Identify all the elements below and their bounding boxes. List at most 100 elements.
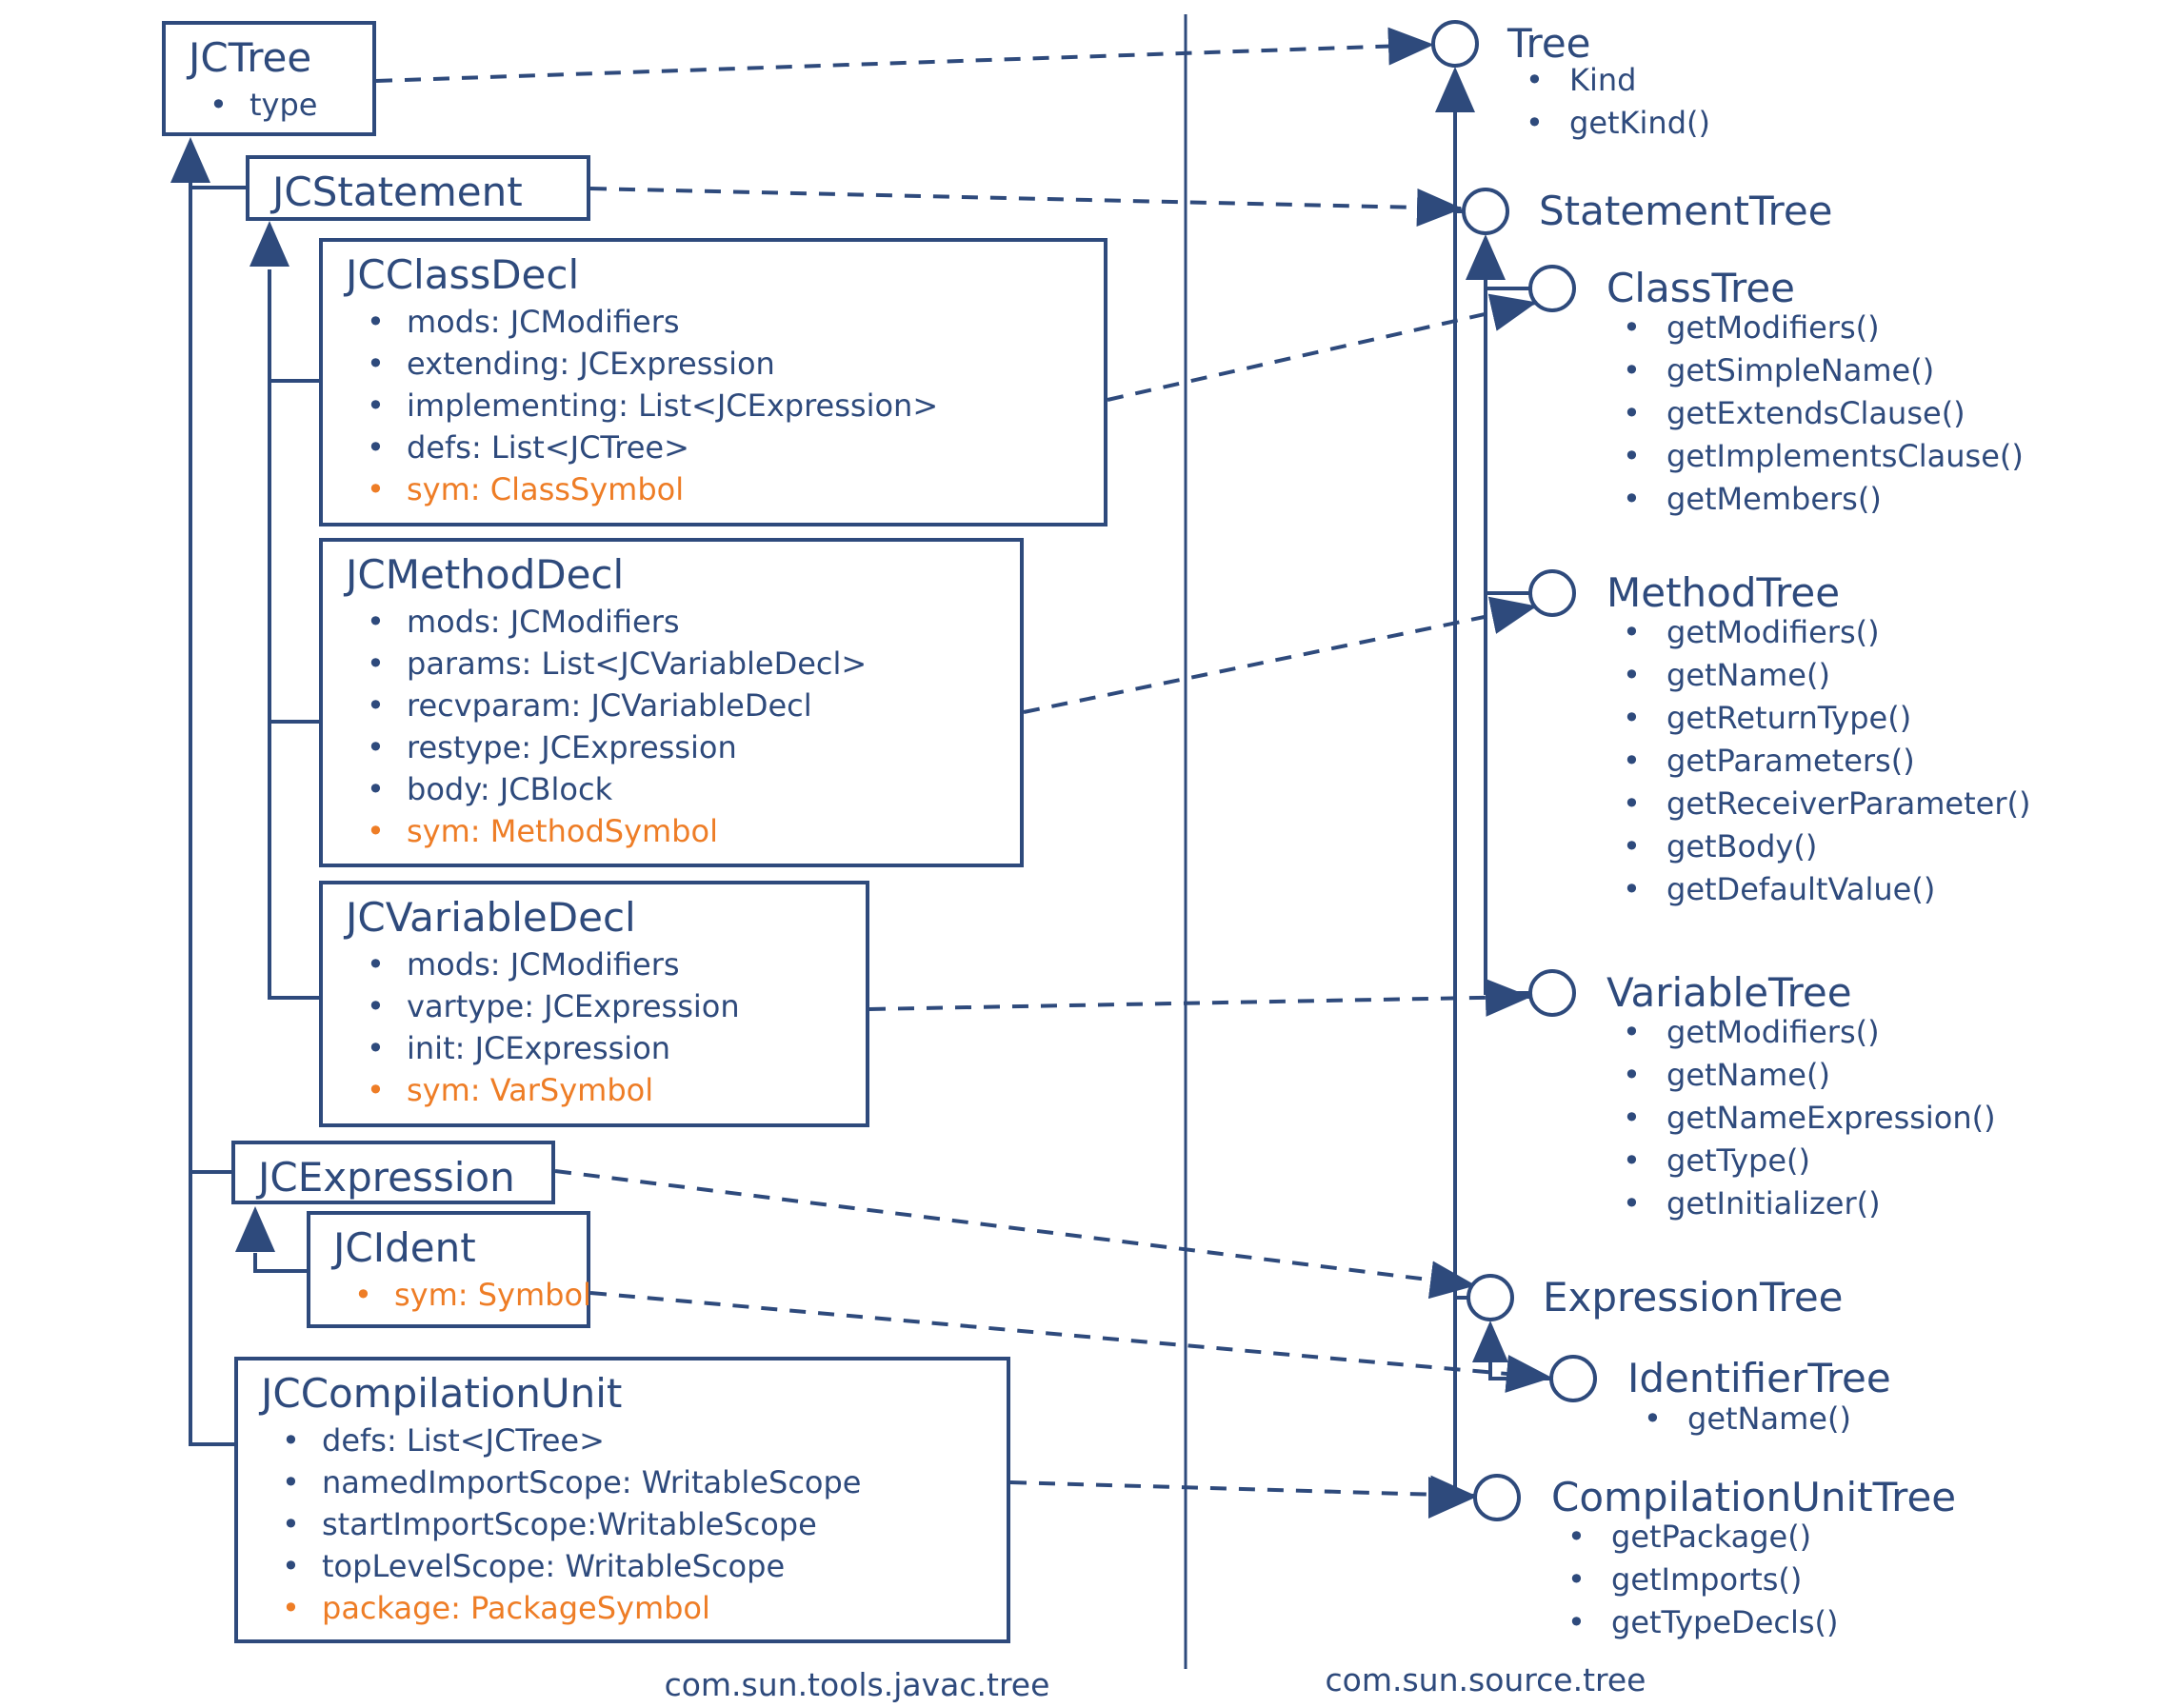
member-item: vartype: JCExpression <box>367 985 848 1027</box>
arrow-right-icon <box>1428 1477 1475 1519</box>
member-item-symbol: sym: ClassSymbol <box>367 468 1087 510</box>
member-item: startImportScope:WritableScope <box>282 1503 989 1545</box>
member-item: defs: List<JCTree> <box>282 1420 989 1461</box>
member-item: defs: List<JCTree> <box>367 427 1087 468</box>
member-item: getPackage() <box>1567 1516 1839 1559</box>
interface-title-methodtree: MethodTree <box>1606 569 1841 616</box>
interface-circle-icon <box>1467 1274 1514 1321</box>
jccompilationunit-to-compilationunittree-arrow <box>1009 1475 1476 1514</box>
jcstatement-to-statementtree-arrow <box>589 187 1463 227</box>
class-box-jctree: JCTree type <box>162 21 376 136</box>
class-title: JCExpression <box>258 1154 515 1201</box>
member-item: getKind() <box>1526 102 1710 145</box>
class-box-jcexpression: JCExpression <box>231 1141 555 1204</box>
class-title: JCVariableDecl <box>346 894 636 941</box>
member-item: implementing: List<JCExpression> <box>367 385 1087 427</box>
interface-title-variabletree: VariableTree <box>1606 969 1852 1016</box>
member-item: getReturnType() <box>1623 697 2030 740</box>
member-item: getBody() <box>1623 825 2030 868</box>
jcmethoddecl-to-methodtree-arrow <box>1023 596 1537 714</box>
member-item: mods: JCModifiers <box>367 301 1087 343</box>
class-box-jcstatement: JCStatement <box>246 155 590 221</box>
jcexpression-to-expressiontree-arrow <box>554 1169 1476 1300</box>
member-item: namedImportScope: WritableScope <box>282 1461 989 1503</box>
package-label-javac-tree: com.sun.tools.javac.tree <box>664 1666 1050 1703</box>
class-box-jcident: JCIdent sym: Symbol <box>307 1211 591 1328</box>
member-item: getExtendsClause() <box>1623 392 2024 435</box>
member-item: init: JCExpression <box>367 1027 848 1069</box>
member-item: getName() <box>1644 1398 1851 1440</box>
member-item: getReceiverParameter() <box>1623 783 2030 825</box>
member-item-symbol: package: PackageSymbol <box>282 1587 989 1629</box>
interface-member-list: getPackage() getImports() getTypeDecls() <box>1567 1516 1839 1644</box>
arrow-up-icon <box>249 221 289 267</box>
interface-member-list: getModifiers() getSimpleName() getExtend… <box>1623 307 2024 521</box>
class-box-jccompilationunit: JCCompilationUnit defs: List<JCTree> nam… <box>234 1357 1010 1643</box>
member-item: params: List<JCVariableDecl> <box>367 643 1003 685</box>
interface-circle-icon <box>1528 265 1576 312</box>
member-item: restype: JCExpression <box>367 726 1003 768</box>
member-item: type <box>210 84 355 126</box>
member-list: sym: Symbol <box>333 1274 591 1316</box>
member-item-symbol: sym: VarSymbol <box>367 1069 848 1111</box>
member-list: mods: JCModifiers extending: JCExpressio… <box>346 301 1087 510</box>
mapping-dashed-arrows <box>375 27 1552 1514</box>
interface-member-list: Kind getKind() <box>1526 59 1710 145</box>
left-inheritance-lines <box>189 181 319 1446</box>
class-title: JCMethodDecl <box>346 551 625 598</box>
interface-title-expressiontree: ExpressionTree <box>1543 1274 1844 1321</box>
interface-title-identifiertree: IdentifierTree <box>1627 1355 1891 1401</box>
member-item: getMembers() <box>1623 478 2024 521</box>
interface-circle-icon <box>1431 20 1479 68</box>
interface-circle-icon <box>1549 1355 1597 1402</box>
interface-title-statementtree: StatementTree <box>1539 188 1833 234</box>
interface-title-classtree: ClassTree <box>1606 265 1796 311</box>
member-item: getModifiers() <box>1623 307 2024 349</box>
arrow-up-icon <box>1472 1321 1508 1362</box>
jcclassdecl-to-classtree-arrow <box>1107 293 1537 402</box>
member-item: mods: JCModifiers <box>367 601 1003 643</box>
member-item-symbol: sym: Symbol <box>354 1274 591 1316</box>
jcident-to-identifiertree-arrow <box>589 1291 1552 1393</box>
member-item: getImports() <box>1567 1559 1839 1601</box>
member-item: mods: JCModifiers <box>367 943 848 985</box>
member-item: recvparam: JCVariableDecl <box>367 685 1003 726</box>
arrow-up-icon <box>235 1206 275 1252</box>
arrow-up-icon <box>1466 234 1506 280</box>
class-box-jcvariabledecl: JCVariableDecl mods: JCModifiers vartype… <box>319 881 869 1127</box>
member-list: mods: JCModifiers vartype: JCExpression … <box>346 943 848 1111</box>
class-title: JCStatement <box>272 169 523 215</box>
member-item: getDefaultValue() <box>1623 868 2030 911</box>
class-title: JCClassDecl <box>346 251 580 298</box>
interface-circle-icon <box>1462 188 1509 235</box>
member-item: getModifiers() <box>1623 611 2030 654</box>
member-item: getModifiers() <box>1623 1011 1996 1054</box>
member-item: getName() <box>1623 1054 1996 1097</box>
member-list: defs: List<JCTree> namedImportScope: Wri… <box>261 1420 989 1629</box>
member-item: getParameters() <box>1623 740 2030 783</box>
member-item: getSimpleName() <box>1623 349 2024 392</box>
member-list: type <box>189 84 355 126</box>
class-title: JCTree <box>189 34 312 81</box>
package-label-source-tree: com.sun.source.tree <box>1325 1661 1646 1698</box>
member-item: topLevelScope: WritableScope <box>282 1545 989 1587</box>
interface-member-list: getName() <box>1644 1398 1851 1440</box>
member-item: getNameExpression() <box>1623 1097 1996 1140</box>
class-box-jcclassdecl: JCClassDecl mods: JCModifiers extending:… <box>319 238 1107 526</box>
interface-title-compilationunittree: CompilationUnitTree <box>1551 1474 1957 1520</box>
member-list: mods: JCModifiers params: List<JCVariabl… <box>346 601 1003 852</box>
arrow-up-icon <box>170 137 210 183</box>
member-item: body: JCBlock <box>367 768 1003 810</box>
interface-member-list: getModifiers() getName() getNameExpressi… <box>1623 1011 1996 1225</box>
class-title: JCCompilationUnit <box>261 1370 623 1417</box>
member-item: getImplementsClause() <box>1623 435 2024 478</box>
class-title: JCIdent <box>333 1224 476 1271</box>
interface-circles <box>1431 20 1597 1521</box>
arrow-up-icon <box>1435 67 1475 112</box>
interface-circle-icon <box>1528 969 1576 1017</box>
member-item: getType() <box>1623 1140 1996 1182</box>
jcvariabledecl-to-variabletree-arrow <box>868 978 1531 1017</box>
class-box-jcmethoddecl: JCMethodDecl mods: JCModifiers params: L… <box>319 538 1024 867</box>
